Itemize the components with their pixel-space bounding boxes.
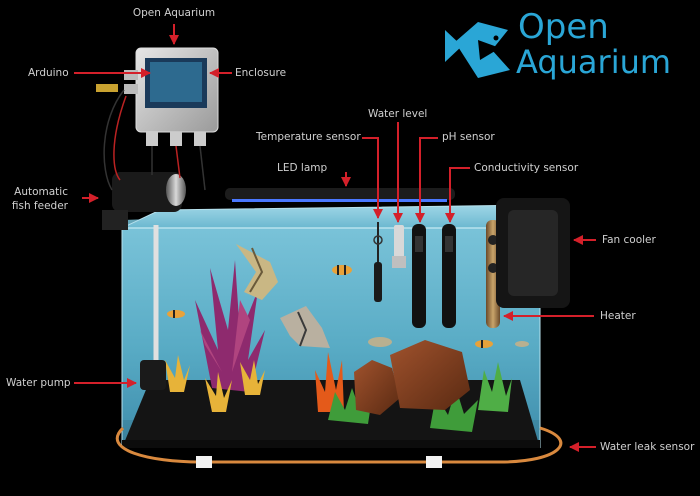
callout-arrows (74, 24, 596, 452)
conductivity-sensor (442, 224, 456, 328)
arrow-conductivity-sensor (445, 167, 470, 223)
label-open-aquarium: Open Aquarium (132, 7, 216, 19)
fan-cooler (496, 198, 570, 308)
temperature-sensor (373, 222, 383, 302)
label-temperature-sensor: Temperature sensor (256, 131, 361, 143)
label-conductivity-sensor: Conductivity sensor (474, 162, 579, 174)
label-ph-sensor: pH sensor (442, 131, 495, 143)
water-pump (140, 225, 166, 390)
clown-fish-1 (332, 265, 352, 275)
label-automatic-fish-feeder-line2: fish feeder (11, 200, 68, 212)
label-water-pump: Water pump (6, 377, 71, 389)
purple-plant (195, 260, 265, 392)
label-fan-cooler: Fan cooler (602, 234, 656, 246)
label-automatic-fish-feeder-line1: Automatic (14, 186, 68, 198)
rocks (354, 340, 470, 415)
label-enclosure: Enclosure (235, 67, 287, 79)
arrow-ph-sensor (415, 137, 438, 223)
enclosure-box (96, 47, 219, 146)
angelfish-large (236, 244, 278, 300)
water-level-sensor (392, 225, 406, 268)
angelfish-small (280, 306, 330, 348)
ph-sensor (412, 224, 426, 328)
green-plants (328, 362, 512, 432)
clown-fish-2 (167, 310, 185, 318)
label-led-lamp: LED lamp (277, 162, 328, 174)
label-water-level: Water level (368, 108, 428, 120)
small-fish (368, 337, 529, 347)
logo-text-open: Open (518, 7, 609, 47)
label-water-leak-sensor: Water leak sensor (600, 441, 695, 453)
yellow-plants (165, 355, 265, 412)
logo-text-aquarium: Aquarium (516, 43, 672, 81)
label-arduino: Arduino (28, 67, 69, 79)
automatic-fish-feeder (102, 172, 186, 230)
open-aquarium-logo-fish-icon (445, 22, 510, 78)
label-heater: Heater (600, 310, 636, 322)
wiring (103, 89, 206, 191)
clown-fish-3 (475, 340, 493, 348)
water-leak-sensor-cable (115, 426, 563, 468)
arrow-temperature-sensor (362, 137, 383, 219)
